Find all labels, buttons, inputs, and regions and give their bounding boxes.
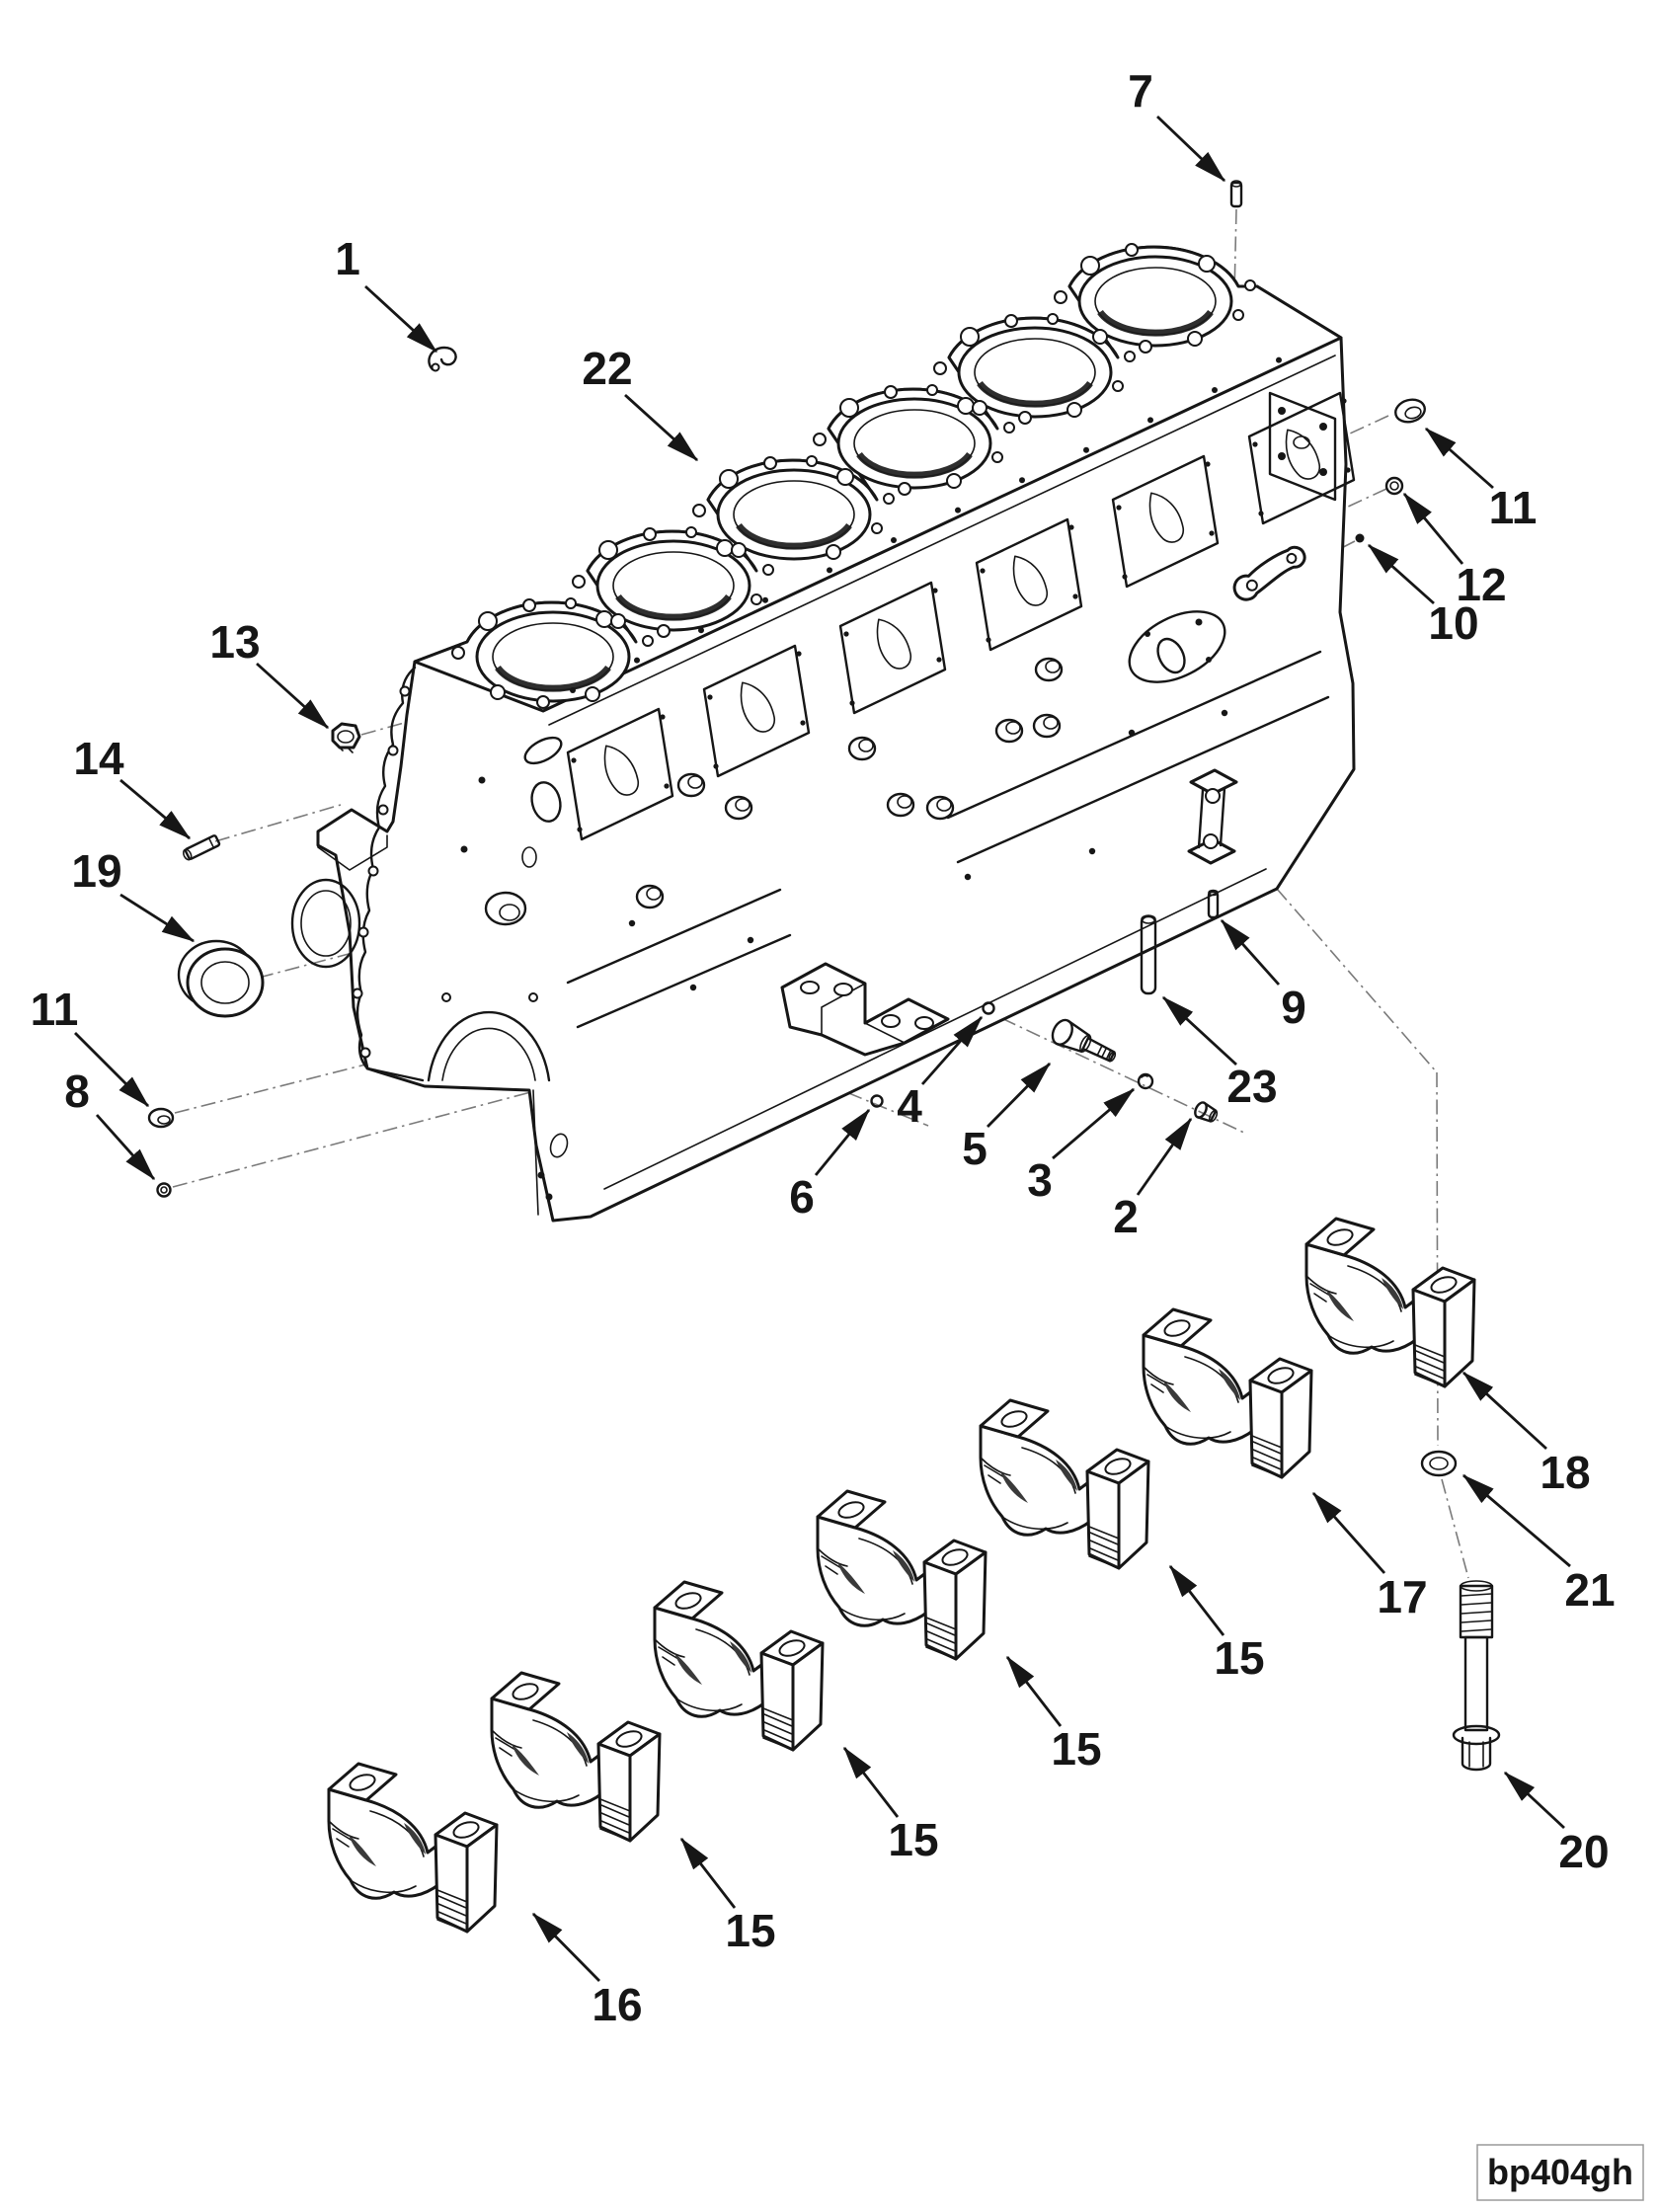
callout-number-3: 3	[1027, 1154, 1053, 1206]
main-bearing-cap-17	[1142, 1307, 1313, 1479]
callout-arrow-11	[74, 1032, 149, 1107]
part-retainer-clip	[428, 346, 457, 371]
part-cup-plug-right	[1394, 398, 1426, 424]
callout-arrow-15	[1168, 1564, 1225, 1636]
callout-number-13: 13	[209, 616, 260, 668]
callout-number-17: 17	[1377, 1571, 1427, 1622]
part-sleeve-ring	[177, 939, 265, 1018]
main-bearing-cap-18	[1304, 1217, 1476, 1388]
callout-arrow-15	[1005, 1655, 1063, 1727]
callout-number-15: 15	[1051, 1723, 1101, 1775]
callout-number-1: 1	[335, 233, 360, 284]
part-tiny-plug	[1355, 533, 1365, 543]
main-bearing-cap-16	[327, 1762, 499, 1934]
callout-arrow-16	[532, 1913, 600, 1982]
callout-arrow-12	[1402, 492, 1464, 565]
part-dowel-rod	[1140, 914, 1157, 995]
callout-arrow-3	[1052, 1087, 1136, 1160]
callout-arrow-2	[1136, 1117, 1193, 1196]
callout-arrow-14	[119, 778, 192, 840]
part-plug-6	[870, 1094, 884, 1108]
callout-number-5: 5	[962, 1123, 988, 1174]
callout-number-14: 14	[73, 733, 124, 784]
callout-arrow-15	[842, 1746, 900, 1818]
callout-arrow-13	[256, 662, 330, 730]
main-bearing-cap-15	[653, 1580, 825, 1752]
callout-arrow-22	[624, 393, 699, 462]
callout-arrow-23	[1161, 995, 1237, 1066]
cylinder-bores	[475, 255, 1233, 703]
callout-number-12: 12	[1456, 559, 1506, 610]
part-dowel-pin-side	[1207, 889, 1220, 919]
part-hex-plug	[331, 722, 361, 753]
part-check-ball	[1137, 1072, 1154, 1090]
callout-arrow-10	[1367, 543, 1435, 605]
callout-number-19: 19	[71, 845, 121, 897]
callout-number-23: 23	[1226, 1061, 1277, 1112]
callout-number-18: 18	[1540, 1447, 1590, 1498]
callout-arrow-17	[1311, 1491, 1386, 1574]
callout-arrow-4	[920, 1015, 984, 1085]
callout-arrow-15	[679, 1837, 737, 1909]
part-cup	[1194, 1101, 1219, 1123]
front-face	[290, 666, 569, 1216]
callout-number-4: 4	[897, 1080, 922, 1132]
callout-number-9: 9	[1281, 982, 1306, 1033]
callout-number-11: 11	[31, 984, 79, 1035]
callout-number-8: 8	[64, 1066, 90, 1117]
callout-arrow-20	[1503, 1771, 1565, 1830]
callout-number-16: 16	[592, 1979, 642, 2030]
callout-number-15: 15	[1214, 1632, 1264, 1684]
part-dowel-pin-top	[1229, 180, 1243, 208]
callout-number-20: 20	[1558, 1826, 1609, 1877]
callout-arrow-7	[1156, 115, 1226, 183]
part-pipe-plug	[156, 1182, 172, 1198]
link-bracket	[1232, 545, 1306, 601]
callout-number-21: 21	[1564, 1564, 1615, 1616]
callout-arrow-5	[987, 1063, 1051, 1128]
callout-number-11: 11	[1489, 482, 1538, 533]
callout-arrow-9	[1220, 918, 1281, 986]
figure-code-label: bp404gh	[1487, 2152, 1633, 2192]
main-bearing-cap-15	[816, 1489, 988, 1661]
part-adapter-fitting	[1051, 1018, 1117, 1063]
callout-arrow-19	[119, 893, 196, 943]
callout-arrow-6	[814, 1108, 871, 1176]
figure-code: bp404gh	[1476, 2144, 1644, 2201]
end-plate	[1268, 391, 1337, 502]
callout-arrow-21	[1462, 1473, 1571, 1568]
callout-number-10: 10	[1428, 597, 1478, 649]
part-cup-plug-left	[147, 1107, 175, 1129]
callout-arrow-8	[95, 1114, 156, 1181]
callout-number-15: 15	[888, 1814, 938, 1865]
main-bearing-cap-15	[490, 1671, 662, 1843]
callout-number-15: 15	[725, 1905, 775, 1956]
callout-arrow-11	[1424, 427, 1494, 490]
engine-block	[290, 243, 1356, 1223]
cover-pad	[1128, 610, 1226, 683]
callout-number-2: 2	[1113, 1191, 1139, 1242]
loose-parts	[147, 180, 1501, 1772]
deck-bolt-holes	[451, 243, 1282, 709]
callout-arrow-1	[364, 284, 438, 354]
engine-mount-bracket	[780, 962, 950, 1057]
main-bearing-cap-15	[979, 1398, 1150, 1570]
part-o-ring	[1420, 1450, 1458, 1477]
callout-number-22: 22	[582, 343, 632, 394]
part-cap-screw	[1452, 1580, 1501, 1772]
part-small-ring	[1384, 476, 1404, 496]
part-roll-pin	[182, 834, 221, 861]
callout-arrow-18	[1462, 1371, 1547, 1451]
callout-number-6: 6	[789, 1171, 815, 1223]
callout-number-7: 7	[1128, 65, 1153, 117]
lifting-bracket	[1187, 768, 1238, 865]
side-wall-bosses	[635, 657, 1064, 909]
part-plug-4	[982, 1001, 995, 1015]
